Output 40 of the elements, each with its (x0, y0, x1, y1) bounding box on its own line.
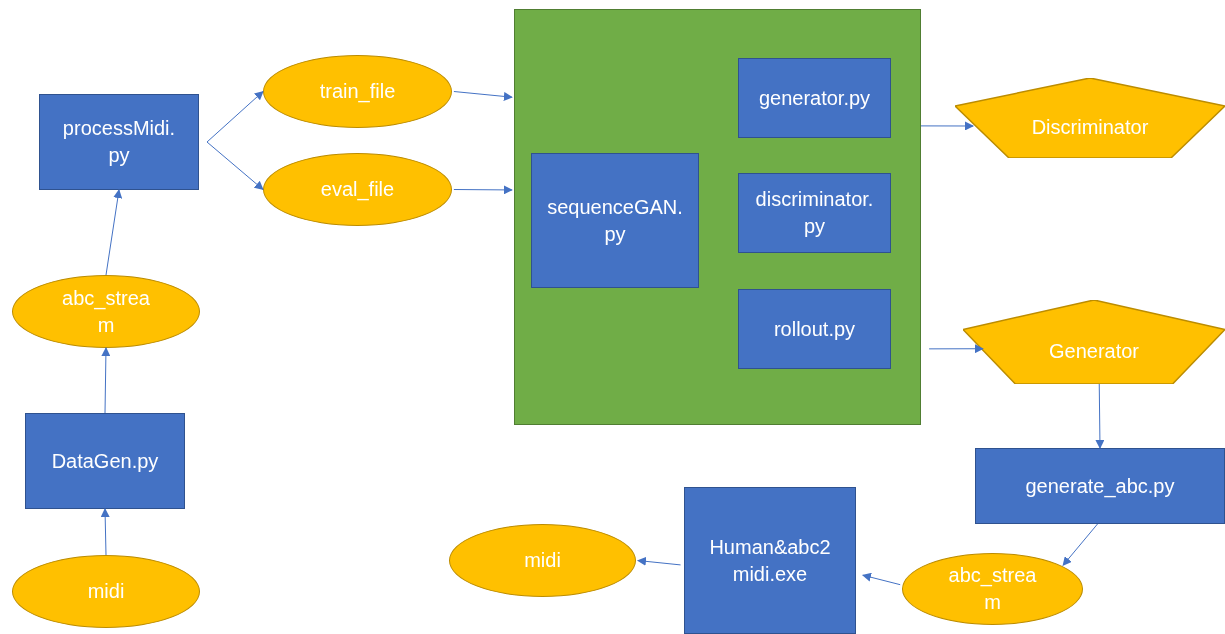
node-label: rollout.py (773, 316, 856, 342)
process-box (531, 153, 699, 288)
node-label: generate_abc.py (1025, 473, 1175, 500)
arrow (1062, 523, 1098, 566)
process-box (684, 487, 856, 634)
arrow (862, 572, 901, 586)
node-label: Generator (1048, 338, 1140, 364)
arrow (453, 185, 513, 195)
process-box (39, 94, 199, 190)
process-box (25, 413, 185, 509)
node-label: abc_stream (61, 285, 151, 338)
node-label: discriminator.py (754, 187, 875, 239)
node-label: sequenceGAN.py (546, 194, 684, 247)
arrow (928, 344, 984, 354)
node-label: midi (524, 548, 561, 573)
process-box (738, 173, 891, 253)
node-label: midi (87, 579, 125, 604)
node-label: DataGen.py (51, 448, 159, 474)
arrow (1095, 383, 1105, 449)
process-box (738, 289, 891, 369)
container-box (514, 9, 921, 425)
arrow (453, 91, 513, 101)
node-label: abc_stream (947, 563, 1038, 615)
process-box (975, 448, 1225, 524)
arrow (206, 90, 264, 143)
node-label: Discriminator (1031, 114, 1149, 140)
node-label: Human&abc2midi.exe (708, 534, 832, 587)
arrow (101, 347, 111, 414)
arrow (920, 121, 974, 131)
node-label: processMidi.py (61, 116, 177, 168)
arrow (206, 141, 264, 191)
node-label: train_file (319, 79, 396, 105)
arrow (105, 189, 123, 276)
arrow (100, 508, 110, 556)
pentagon-shape (955, 78, 1225, 158)
pentagon-shape (963, 300, 1225, 384)
process-box (738, 58, 891, 138)
node-label: eval_file (320, 177, 395, 203)
node-label: generator.py (758, 85, 871, 111)
arrow (636, 556, 682, 566)
